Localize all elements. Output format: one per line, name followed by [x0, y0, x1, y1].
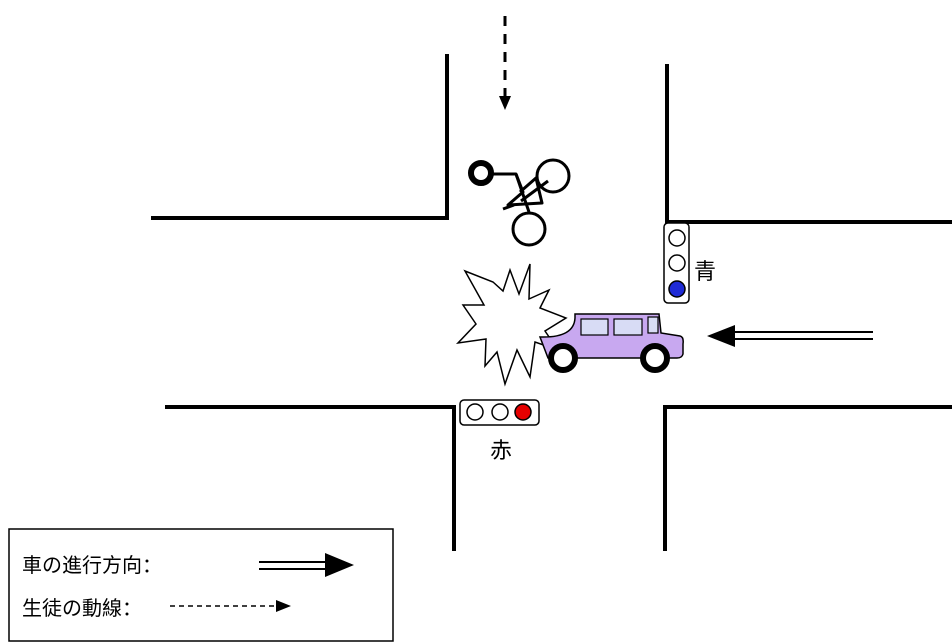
legend-dashed-arrow-icon	[170, 600, 291, 612]
car-window	[613, 318, 643, 336]
legend-car-direction-label: 車の進行方向：	[22, 553, 162, 577]
signal-lamp	[668, 229, 686, 247]
traffic-signal-east	[663, 222, 690, 304]
bicycle-icon	[468, 158, 571, 247]
car-window	[580, 318, 609, 336]
legend-student-path-label: 生徒の動線：	[22, 596, 142, 620]
road-edge-top-right	[665, 64, 952, 224]
signal-lamp-lit	[668, 280, 686, 298]
student-path-arrow	[499, 16, 511, 110]
signal-lamp	[668, 254, 686, 272]
signal-lamp	[466, 403, 484, 421]
car-wheel	[548, 343, 578, 373]
road-edge-bottom-right	[663, 405, 952, 551]
legend: 車の進行方向： 生徒の動線：	[8, 528, 394, 642]
south-signal-label: 赤	[490, 439, 512, 464]
car-icon	[538, 313, 684, 373]
car-direction-arrow	[707, 325, 873, 347]
east-signal-label: 青	[694, 260, 716, 285]
road-edge-bottom-left	[165, 405, 456, 551]
road-edges	[151, 54, 952, 551]
signal-lamp	[491, 403, 509, 421]
collision-starburst	[455, 263, 568, 387]
legend-double-arrow-icon	[259, 553, 354, 577]
traffic-signal-south	[459, 399, 540, 426]
car-wheel	[640, 343, 670, 373]
car-window	[647, 316, 659, 334]
legend-box	[8, 528, 394, 642]
signal-lamp-lit	[514, 403, 532, 421]
road-edge-top-left	[151, 54, 449, 220]
